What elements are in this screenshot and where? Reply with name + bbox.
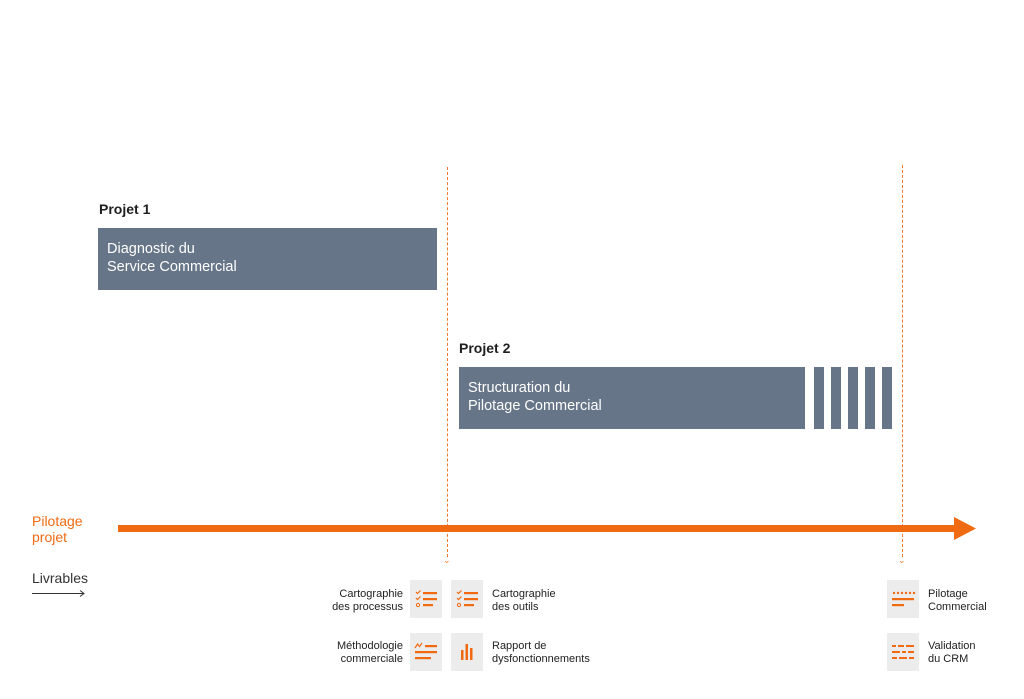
deliverable-line2: commerciale (340, 653, 403, 665)
project-1-bar-line2: Service Commercial (107, 259, 237, 275)
continuation-stripe (831, 367, 841, 429)
bar-chart-icon (451, 633, 483, 671)
deliverable-line1: Cartographie (339, 588, 403, 600)
deliverable-label: Validation du CRM (928, 640, 976, 666)
project-1-title: Projet 1 (99, 201, 151, 217)
deliverable-line1: Rapport de (492, 640, 547, 652)
rating-list-icon (887, 580, 919, 618)
deliverable-label: Cartographie des outils (492, 588, 556, 614)
checklist-icon (410, 580, 442, 618)
deliverable-line1: Validation (928, 640, 976, 652)
deliverable-label: Cartographie des processus (300, 588, 403, 614)
chevron-down-icon: ⌄ (443, 555, 451, 565)
arrow-right-icon (32, 590, 85, 597)
project-2-bar-line2: Pilotage Commercial (468, 398, 602, 414)
continuation-stripe (882, 367, 892, 429)
timeline-label-line1: Pilotage (32, 513, 83, 529)
chevron-down-icon: ⌄ (898, 555, 906, 565)
project-1-bar: Diagnostic du Service Commercial (98, 228, 437, 290)
milestone-line-2 (902, 165, 903, 557)
continuation-stripe (848, 367, 858, 429)
deliverable-line2: Commercial (928, 601, 987, 613)
project-2-title: Projet 2 (459, 340, 511, 356)
timeline-arrow (118, 517, 976, 540)
continuation-stripe (865, 367, 875, 429)
deliverable-line2: dysfonctionnements (492, 653, 590, 665)
deliverable-label: Méthodologie commerciale (300, 640, 403, 666)
deliverable-line1: Méthodologie (336, 640, 403, 652)
chart-text-icon (410, 633, 442, 671)
timeline-label-line2: projet (32, 529, 68, 545)
project-1-bar-line1: Diagnostic du (107, 241, 195, 257)
deliverable-line1: Cartographie (492, 588, 556, 600)
deliverable-line2: des outils (492, 601, 539, 613)
deliverable-label: Pilotage Commercial (928, 588, 987, 614)
milestone-line-1 (447, 167, 448, 557)
continuation-stripe (814, 367, 824, 429)
project-2-bar-line1: Structuration du (468, 380, 571, 396)
deliverable-line2: du CRM (928, 653, 969, 665)
deliverable-line2: des processus (332, 601, 403, 613)
checklist-icon (451, 580, 483, 618)
deliverable-label: Rapport de dysfonctionnements (492, 640, 590, 666)
livrables-label: Livrables (32, 570, 89, 586)
sliders-icon (887, 633, 919, 671)
deliverable-line1: Pilotage (928, 588, 968, 600)
timeline-label: Pilotage projet (32, 513, 83, 545)
project-2-bar: Structuration du Pilotage Commercial (459, 367, 805, 429)
